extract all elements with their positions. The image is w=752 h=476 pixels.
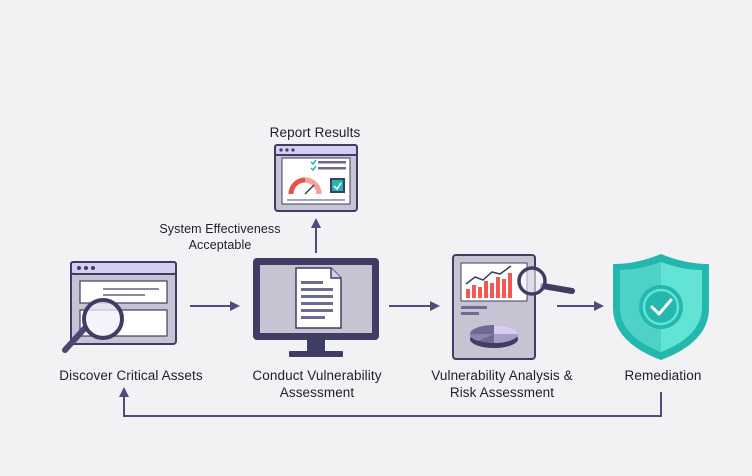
step-label-conduct-line2: Assessment <box>279 385 355 400</box>
checklist-icon <box>310 159 346 172</box>
branch-label-line2: Acceptable <box>188 238 252 252</box>
step-label-analysis: Vulnerability Analysis & Risk Assessment <box>402 367 602 401</box>
pie-chart-icon <box>469 325 518 348</box>
dashboard-gauge-icon <box>274 144 358 212</box>
step-label-conduct: Conduct Vulnerability Assessment <box>222 367 412 401</box>
gauge-icon <box>288 177 322 195</box>
bar-chart-icon <box>466 273 512 298</box>
step-label-report: Report Results <box>240 124 390 141</box>
branch-label-line1: System Effectiveness <box>159 222 281 236</box>
step-label-report-text: Report Results <box>269 125 361 140</box>
browser-window-magnifier-icon <box>62 261 177 353</box>
step-label-analysis-line1: Vulnerability Analysis & <box>431 368 573 383</box>
branch-label: System Effectiveness Acceptable <box>130 221 310 253</box>
shield-check-icon <box>613 254 709 360</box>
step-label-discover-text: Discover Critical Assets <box>59 368 203 383</box>
step-label-conduct-line1: Conduct Vulnerability <box>252 368 382 383</box>
feedback-loop-arrow <box>119 387 662 417</box>
monitor-document-icon <box>253 258 379 357</box>
report-chart-magnifier-icon <box>452 254 575 360</box>
step-label-remediation-text: Remediation <box>624 368 702 383</box>
step-label-remediation: Remediation <box>588 367 738 384</box>
step-label-discover: Discover Critical Assets <box>36 367 226 384</box>
step-label-analysis-line2: Risk Assessment <box>449 385 555 400</box>
